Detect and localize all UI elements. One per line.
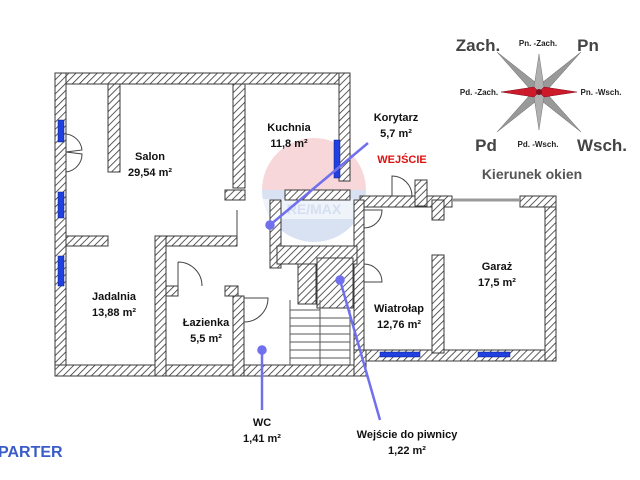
jadalnia-area: 13,88 m²	[92, 307, 136, 319]
floor-label: PARTER	[0, 444, 63, 461]
watermark-text: RE/MAX	[287, 201, 342, 217]
compass-se: Wsch.	[577, 136, 627, 155]
compass-nw: Zach.	[456, 36, 500, 55]
piwnica-name: Wejście do piwnicy	[357, 429, 459, 441]
pointer-korytarz	[269, 142, 369, 226]
pointer-wc-dot	[257, 345, 267, 355]
compass-sw: Pd	[475, 136, 497, 155]
wiatrolap-area: 12,76 m²	[377, 319, 421, 331]
lazienka-name: Łazienka	[183, 317, 230, 329]
garaz-area: 17,5 m²	[478, 277, 516, 289]
doors	[65, 133, 413, 323]
pointer-lines	[257, 142, 382, 421]
korytarz-area: 5,7 m²	[380, 128, 412, 140]
kuchnia-name: Kuchnia	[267, 122, 311, 134]
compass-nnw: Pn. -Zach.	[519, 39, 557, 48]
compass-star	[496, 51, 582, 133]
pointer-piwnica-dot	[335, 275, 345, 285]
lazienka-area: 5,5 m²	[190, 333, 222, 345]
kuchnia-area: 11,8 m²	[270, 138, 308, 150]
compass-n: Pn	[577, 36, 599, 55]
compass-rose: Zach. Pn Pd Wsch. Pn. -Zach. Pd. -Zach. …	[456, 36, 627, 182]
door-lazienka	[177, 261, 203, 287]
compass-wnw: Pd. -Zach.	[460, 88, 498, 97]
windows	[57, 119, 511, 358]
wc-area: 1,41 m²	[243, 433, 281, 445]
door-wiatrolap-lower	[363, 263, 383, 283]
compass-sse: Pd. -Wsch.	[518, 140, 559, 149]
piwnica-area: 1,22 m²	[388, 445, 426, 457]
window-salon-bottom	[57, 191, 65, 219]
window-garaz	[477, 351, 511, 358]
stairs	[276, 245, 358, 365]
window-jadalnia	[57, 255, 65, 287]
door-wiatrolap-upper	[363, 209, 383, 229]
wiatrolap-name: Wiatrołap	[374, 303, 424, 315]
interior-walls	[65, 83, 445, 377]
salon-area: 29,54 m²	[128, 167, 172, 179]
room-labels: Salon 29,54 m² Kuchnia 11,8 m² Korytarz …	[92, 112, 516, 457]
window-salon-top	[57, 119, 65, 143]
window-kuchnia	[333, 139, 341, 179]
korytarz-name: Korytarz	[374, 112, 419, 124]
door-salon-left-2	[65, 151, 83, 173]
door-salon-left-1	[65, 133, 83, 153]
door-wc	[243, 297, 269, 323]
wc-name: WC	[253, 417, 271, 429]
window-wiatrolap	[379, 351, 421, 358]
jadalnia-name: Jadalnia	[92, 291, 137, 303]
door-entrance	[391, 175, 413, 197]
pointer-piwnica	[338, 279, 382, 421]
exterior-walls	[54, 72, 557, 377]
salon-name: Salon	[135, 151, 165, 163]
pointer-korytarz-dot	[265, 220, 275, 230]
compass-ene: Pn. -Wsch.	[581, 88, 622, 97]
entrance-label: WEJŚCIE	[377, 153, 427, 166]
window-direction-legend: Kierunek okien	[482, 166, 582, 182]
garaz-name: Garaż	[482, 261, 513, 273]
